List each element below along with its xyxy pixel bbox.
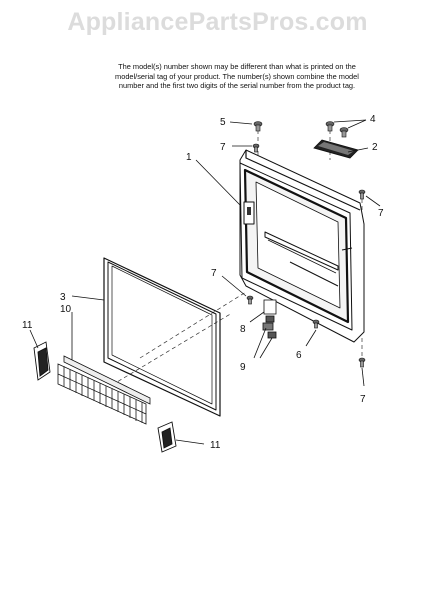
- callout-11a: 11: [22, 320, 33, 331]
- screw-right-bottom: [358, 357, 366, 368]
- alignment-line-gasket: [139, 291, 247, 359]
- leader-4b: [347, 119, 367, 129]
- leader-9b: [259, 337, 273, 359]
- door-lower-rail: [289, 261, 339, 287]
- door-top-edge: [245, 150, 361, 211]
- bin-end-cap-left: [33, 341, 51, 381]
- watermark-logo: AppliancePartsPros.com: [67, 8, 368, 36]
- screw-top-left: [253, 121, 263, 132]
- screw-4b: [339, 127, 349, 138]
- screws: [246, 121, 366, 368]
- leader-1: [195, 159, 241, 206]
- hinge-assembly: [262, 299, 277, 339]
- leader-8: [249, 311, 265, 323]
- leader-7d: [361, 367, 365, 387]
- leader-11a: [29, 329, 39, 349]
- screw-top-hinge: [252, 143, 260, 153]
- callout-7d: 7: [360, 394, 366, 405]
- callout-7a: 7: [220, 142, 226, 153]
- leader-7b: [365, 195, 381, 207]
- leader-4a: [333, 119, 367, 123]
- door-bin-back: [63, 355, 151, 405]
- callout-5: 5: [220, 117, 226, 128]
- screw-6: [312, 319, 320, 329]
- leader-3: [71, 295, 105, 301]
- notice-line-2: model/serial tag of your product. The nu…: [115, 71, 359, 81]
- leader-5: [229, 121, 253, 125]
- door-hinge-pin: [247, 207, 251, 215]
- callout-7c: 7: [211, 268, 217, 279]
- door-shelf-rail: [264, 231, 339, 271]
- screw-left-middle: [246, 295, 254, 305]
- leader-7c: [221, 275, 247, 297]
- callout-9: 9: [240, 362, 246, 373]
- door-gasket: [103, 257, 221, 417]
- door-top-trim: [313, 139, 359, 159]
- leader-6: [305, 329, 317, 347]
- callout-6: 6: [296, 350, 302, 361]
- callout-8: 8: [240, 324, 246, 335]
- callout-2: 2: [372, 142, 378, 153]
- callout-4: 4: [370, 114, 376, 125]
- door-right-bracket: [341, 247, 353, 251]
- bin-end-cap-right: [157, 421, 177, 453]
- callout-3: 3: [60, 292, 66, 303]
- leader-11b: [175, 439, 205, 445]
- leader-9a: [253, 327, 267, 359]
- leader-lines: [29, 119, 381, 445]
- callout-10: 10: [60, 304, 72, 315]
- alignment-line-bin: [111, 312, 233, 386]
- callout-numbers: 1 2 3 4 5 6 7 7 7 7 8 9 10 11 11: [22, 114, 384, 451]
- model-number-notice: The model(s) number shown may be differe…: [92, 62, 382, 91]
- screw-right-upper: [358, 189, 366, 200]
- door-bin: [57, 355, 151, 425]
- leader-2: [347, 147, 369, 153]
- callout-1: 1: [186, 152, 192, 163]
- callout-11b: 11: [210, 440, 221, 451]
- callout-7b: 7: [378, 208, 384, 219]
- door-shelf-rail-shadow: [267, 239, 337, 274]
- notice-line-3: number and the first two digits of the s…: [118, 81, 356, 91]
- door-assembly: [239, 149, 365, 343]
- hinge-block: [263, 299, 277, 315]
- notice-line-1: The model(s) number shown may be differe…: [118, 62, 356, 71]
- screw-4a: [325, 121, 335, 132]
